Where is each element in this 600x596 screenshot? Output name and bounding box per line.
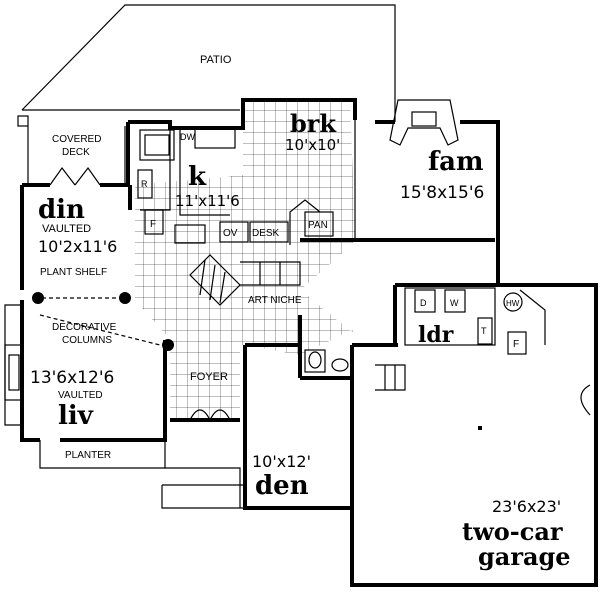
d-label: D xyxy=(420,298,427,308)
garage-marker xyxy=(478,426,482,430)
k-size: 11'x11'6 xyxy=(175,192,240,210)
art-niche-label: ART NICHE xyxy=(248,295,302,306)
fam-size: 15'8x15'6 xyxy=(400,183,484,203)
desk-label: DESK xyxy=(252,228,280,239)
planter-label: PLANTER xyxy=(65,450,111,461)
ldr-name: ldr xyxy=(418,322,454,348)
den-size: 10'x12' xyxy=(252,452,311,471)
r-label: R xyxy=(141,179,148,189)
hw-label: HW xyxy=(506,299,520,308)
garage-name-1: two-car xyxy=(462,517,563,546)
liv-name: liv xyxy=(58,401,94,431)
dw-label: DW xyxy=(180,132,195,142)
f-kitchen-label: F xyxy=(150,219,156,230)
din-name: din xyxy=(38,195,85,225)
brk-name: brk xyxy=(290,109,337,138)
k-name: k xyxy=(188,162,207,192)
f-garage-label: F xyxy=(513,339,519,350)
foyer-label: FOYER xyxy=(190,371,228,383)
pan-label: PAN xyxy=(308,220,328,231)
fam-name: fam xyxy=(428,147,484,177)
ov-label: OV xyxy=(223,228,238,239)
decorative-columns xyxy=(32,292,174,351)
decorative-columns-label-1: DECORATIVE xyxy=(52,322,117,333)
patio-outline xyxy=(17,4,396,127)
covered-deck-label-2: DECK xyxy=(62,147,90,158)
garage-size: 23'6x23' xyxy=(492,497,561,516)
covered-deck-label-1: COVERED xyxy=(52,134,101,145)
w-label: W xyxy=(450,298,459,308)
liv-size: 13'6x12'6 xyxy=(30,368,114,388)
t-label: T xyxy=(481,326,487,336)
garage-name-2: garage xyxy=(478,542,571,571)
din-note: VAULTED xyxy=(42,223,91,235)
plant-shelf-label: PLANT SHELF xyxy=(40,267,107,278)
thin-walls xyxy=(4,99,591,509)
liv-note: VAULTED xyxy=(58,390,103,401)
decorative-columns-label-2: COLUMNS xyxy=(62,335,112,346)
den-name: den xyxy=(255,471,309,501)
brk-size: 10'x10' xyxy=(285,136,340,154)
din-size: 10'2x11'6 xyxy=(38,237,117,256)
patio-label: PATIO xyxy=(200,54,232,66)
main-walls xyxy=(20,98,598,587)
